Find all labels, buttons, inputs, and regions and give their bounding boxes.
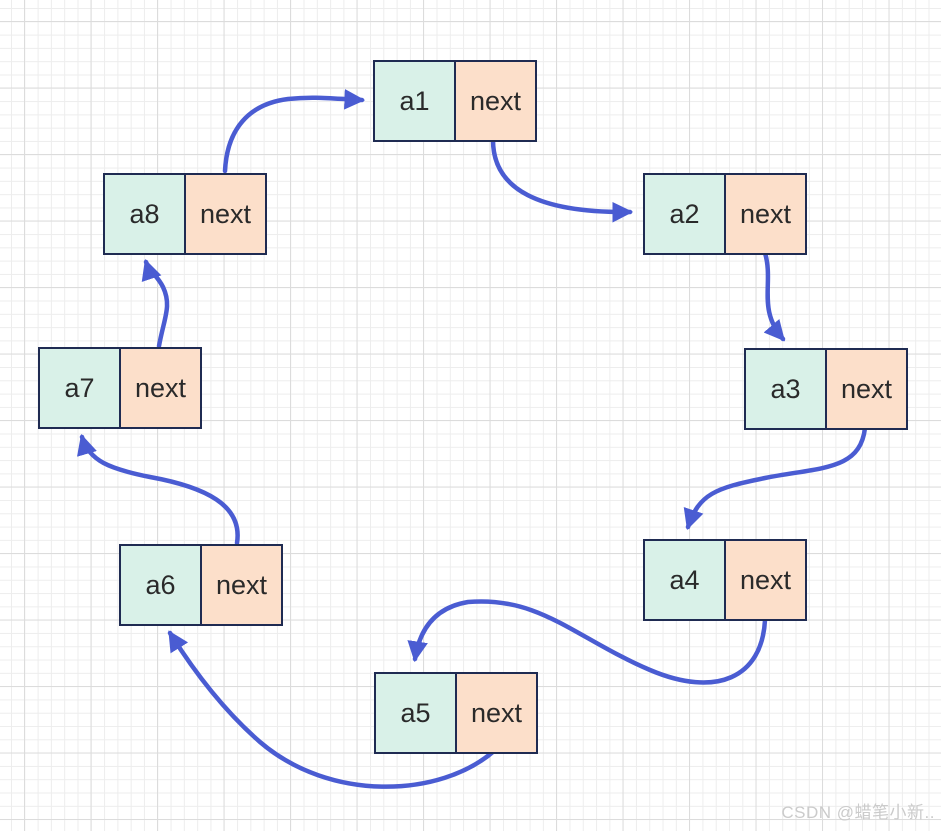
arrow-a8-to-a1: [222, 88, 366, 174]
node-label: a3: [770, 373, 801, 404]
node-a4-label-cell: a4: [645, 541, 726, 619]
node-pointer: next: [840, 373, 893, 404]
node-a8-next-cell: next: [186, 175, 265, 253]
node-a3: a3 next: [744, 348, 908, 430]
node-label: a1: [399, 85, 430, 116]
node-pointer: next: [739, 198, 792, 229]
node-a1: a1 next: [373, 60, 537, 142]
node-a3-label-cell: a3: [746, 350, 827, 428]
node-a4: a4 next: [643, 539, 807, 621]
node-label: a2: [669, 198, 700, 229]
node-a6-label-cell: a6: [121, 546, 202, 624]
arrow-a7-to-a8: [141, 259, 170, 349]
node-a8-label-cell: a8: [105, 175, 186, 253]
node-a2-next-cell: next: [726, 175, 805, 253]
node-a3-next-cell: next: [827, 350, 906, 428]
node-a1-next-cell: next: [456, 62, 535, 140]
node-a7-label-cell: a7: [40, 349, 121, 427]
node-a6: a6 next: [119, 544, 283, 626]
node-a4-next-cell: next: [726, 541, 805, 619]
node-a7-next-cell: next: [121, 349, 200, 427]
node-pointer: next: [739, 564, 792, 595]
node-pointer: next: [215, 569, 268, 600]
node-pointer: next: [199, 198, 252, 229]
node-a6-next-cell: next: [202, 546, 281, 624]
node-a5-next-cell: next: [457, 674, 536, 752]
node-a7: a7 next: [38, 347, 202, 429]
node-a2-label-cell: a2: [645, 175, 726, 253]
node-pointer: next: [469, 85, 522, 116]
node-a1-label-cell: a1: [375, 62, 456, 140]
node-a2: a2 next: [643, 173, 807, 255]
csdn-watermark: CSDN @蜡笔小新..: [781, 803, 935, 822]
node-label: a4: [669, 564, 700, 595]
node-label: a8: [129, 198, 160, 229]
node-label: a5: [400, 697, 431, 728]
node-a5-label-cell: a5: [376, 674, 457, 752]
arrow-a2-to-a3: [762, 250, 786, 342]
node-a5: a5 next: [374, 672, 538, 754]
arrow-a6-to-a7: [77, 434, 240, 546]
node-label: a7: [64, 372, 95, 403]
node-a8: a8 next: [103, 173, 267, 255]
node-pointer: next: [470, 697, 523, 728]
node-label: a6: [145, 569, 176, 600]
arrow-a3-to-a4: [683, 425, 868, 530]
arrow-a1-to-a2: [490, 137, 634, 223]
node-pointer: next: [134, 372, 187, 403]
